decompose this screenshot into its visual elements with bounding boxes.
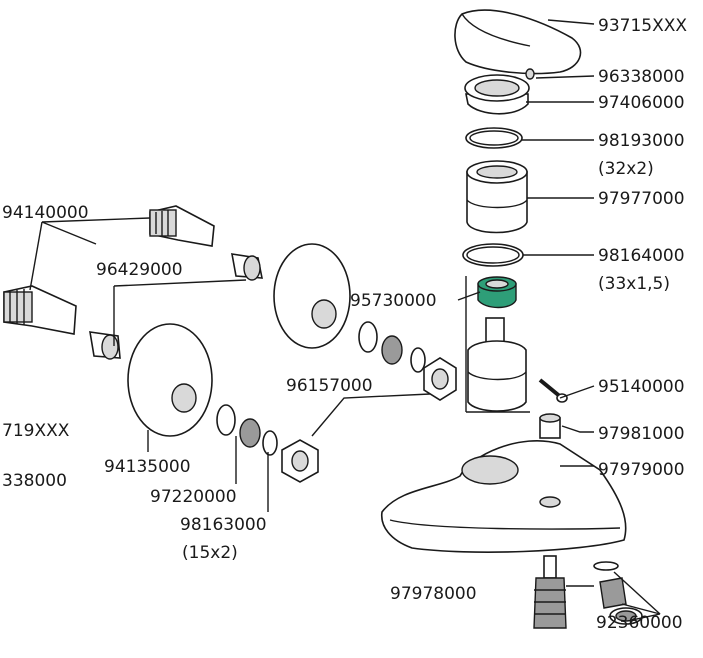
- label-97977: 97977000: [598, 189, 685, 209]
- nipple-lower: [89, 331, 121, 360]
- label-96157: 96157000: [286, 376, 373, 396]
- mixer-body: [381, 439, 627, 553]
- label-338: 338000: [2, 471, 67, 491]
- diverter-knob: [539, 413, 561, 439]
- label-719: 719XXX: [2, 421, 70, 441]
- label-98163: 98163000: [180, 515, 267, 535]
- label-98163-size: (15x2): [182, 543, 238, 563]
- label-96338: 96338000: [598, 67, 685, 87]
- nipple-upper: [231, 253, 263, 281]
- cover-cap: [464, 74, 530, 115]
- aerator-set: [593, 561, 643, 625]
- sleeve: [466, 160, 528, 234]
- washer-upper-b: [410, 347, 426, 373]
- label-98164: 98164000: [598, 246, 685, 266]
- label-96429: 96429000: [96, 260, 183, 280]
- union-nut-lower: [281, 439, 319, 483]
- label-98193-size: (32x2): [598, 159, 654, 179]
- label-94140: 94140000: [2, 203, 89, 223]
- washer-lower-a: [216, 404, 236, 436]
- label-92360: 92360000: [596, 613, 683, 633]
- rosette-upper: [273, 243, 351, 349]
- label-97978: 97978000: [390, 584, 477, 604]
- label-95730: 95730000: [350, 291, 437, 311]
- diverter-cartridge: [533, 555, 567, 629]
- s-union-upper: [149, 205, 215, 247]
- washer-upper-a: [358, 321, 378, 353]
- label-93715: 93715XXX: [598, 16, 687, 36]
- washer-lower-b: [262, 430, 278, 456]
- label-97220: 97220000: [150, 487, 237, 507]
- grub-screw: [538, 378, 568, 403]
- label-95140: 95140000: [598, 377, 685, 397]
- label-97981: 97981000: [598, 424, 685, 444]
- strainer-upper: [381, 335, 403, 365]
- leader-lines: [29, 19, 661, 621]
- lever-handle: [454, 9, 582, 80]
- strainer-lower: [239, 418, 261, 448]
- s-union-lower: [3, 285, 77, 335]
- rosette-lower: [127, 323, 213, 437]
- label-98193: 98193000: [598, 131, 685, 151]
- label-97406: 97406000: [598, 93, 685, 113]
- cartridge: [465, 276, 530, 413]
- label-98164-size: (33x1,5): [598, 274, 670, 294]
- label-94135: 94135000: [104, 457, 191, 477]
- label-97979: 97979000: [598, 460, 685, 480]
- union-nut-upper: [423, 357, 457, 401]
- part-labels: 93715XXX 96338000 97406000 98193000 (32x…: [2, 16, 687, 633]
